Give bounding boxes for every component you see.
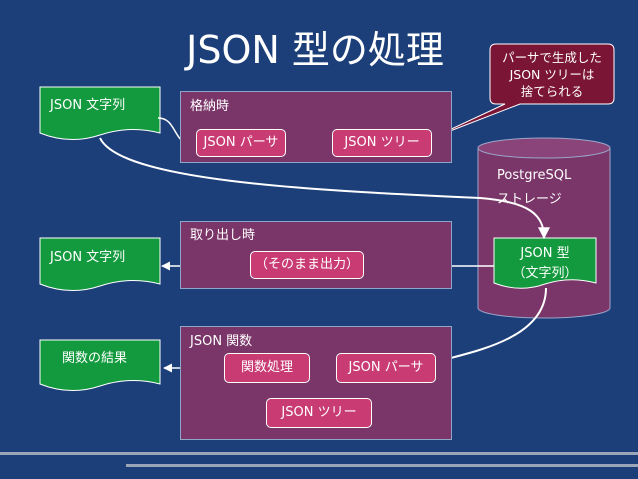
function-tree-box: JSON ツリー [266,398,372,428]
store-tree-box: JSON ツリー [332,129,432,157]
passthrough-box: （そのまま出力） [250,251,364,279]
store-section-label: 格納時 [190,99,230,114]
storage-type-sublabel: （文字列） [512,266,578,281]
storage-name: PostgreSQL [497,168,572,183]
store-parser-box: JSON パーサ [196,129,286,157]
callout-line-1: パーサで生成した [502,50,602,65]
result-document-shape [39,339,161,391]
callout-line-3: 捨てられる [520,84,584,99]
storage-type-label: JSON 型 [520,246,570,261]
storage-sublabel: ストレージ [497,192,562,207]
output-json-string-label: JSON 文字列 [50,250,126,265]
function-result-label: 関数の結果 [62,351,128,366]
input-to-storage-arrow [99,137,550,240]
storage-cylinder [477,137,611,319]
callout-line-2: JSON ツリーは [509,67,595,82]
output-document-shape [39,237,161,291]
retrieve-section-label: 取り出し時 [190,228,256,243]
callout-text: パーサで生成した JSON ツリーは 捨てられる [490,49,614,100]
callout-bubble [431,43,615,139]
storage-value-shape [493,237,597,289]
footer-line-top [0,452,638,455]
footer-line-bottom [126,464,638,467]
functions-section-label: JSON 関数 [190,334,253,349]
input-document-shape [39,86,161,140]
input-json-string-label: JSON 文字列 [50,98,126,113]
page-title: JSON 型の処理 [186,28,444,72]
function-processing-box: 関数処理 [224,353,310,383]
function-parser-box: JSON パーサ [336,353,436,383]
